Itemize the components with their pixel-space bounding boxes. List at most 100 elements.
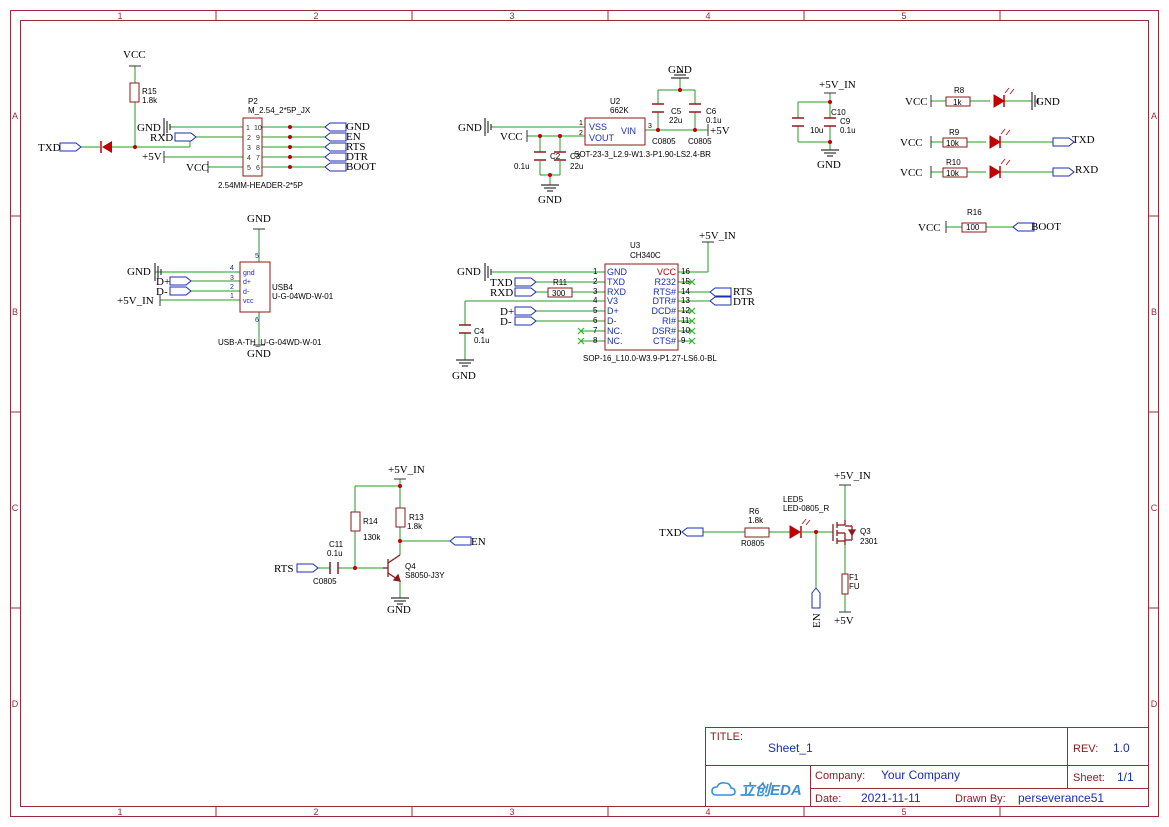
svg-text:R16: R16 (967, 208, 982, 217)
svg-text:C9: C9 (840, 117, 851, 126)
u3-pin-number: 9 (681, 336, 686, 345)
company-label: Company: (815, 770, 865, 782)
r15-resistor (129, 82, 140, 103)
svg-text:1.8k: 1.8k (748, 516, 764, 525)
svg-text:C: C (1151, 503, 1158, 513)
svg-text:8: 8 (256, 145, 260, 152)
svg-text:2301: 2301 (860, 537, 878, 546)
svg-text:3: 3 (230, 275, 234, 282)
svg-text:C10: C10 (831, 108, 846, 117)
led-power (993, 94, 1005, 108)
svg-text:d+: d+ (243, 279, 251, 286)
svg-text:D-: D- (500, 316, 512, 328)
svg-text:R6: R6 (749, 507, 760, 516)
svg-text:D-: D- (156, 286, 168, 298)
svg-text:VOUT: VOUT (589, 133, 615, 143)
port-boot (324, 162, 347, 172)
svg-text:R9: R9 (949, 128, 960, 137)
u3-pin-number: 4 (593, 296, 598, 305)
svg-text:LED5: LED5 (783, 495, 804, 504)
svg-text:DTR: DTR (346, 151, 369, 163)
svg-text:B: B (1151, 307, 1157, 317)
svg-text:3: 3 (247, 145, 251, 152)
port-rts (296, 563, 319, 573)
u3-pin-number: 1 (593, 267, 598, 276)
f1-fuse (841, 573, 849, 595)
svg-text:5: 5 (247, 165, 251, 172)
svg-text:GND: GND (457, 266, 481, 278)
svg-text:2: 2 (230, 284, 234, 291)
diode-txd (100, 141, 112, 153)
svg-text:0.1u: 0.1u (514, 162, 530, 171)
svg-text:10: 10 (254, 125, 262, 132)
svg-text:TXD: TXD (1072, 134, 1095, 146)
svg-text:C6: C6 (706, 107, 717, 116)
p2-header (242, 117, 263, 177)
vcc-label: VCC (500, 131, 523, 143)
svg-text:C0805: C0805 (688, 137, 712, 146)
r10-resistor (942, 167, 968, 178)
svg-text:Q3: Q3 (860, 527, 871, 536)
svg-text:3: 3 (509, 11, 514, 21)
svg-text:vcc: vcc (243, 298, 254, 305)
svg-text:1: 1 (579, 120, 583, 127)
svg-text:2: 2 (247, 135, 251, 142)
drawing-frame (10, 10, 1159, 817)
u3-pin-name: CTS# (653, 336, 676, 346)
v5in-label: +5V_IN (117, 295, 154, 307)
svg-text:VCC: VCC (900, 167, 923, 179)
gnd-label: GND (668, 64, 692, 76)
gnd-label: GND (247, 213, 271, 225)
svg-text:RXD: RXD (490, 287, 513, 299)
svg-text:2: 2 (313, 11, 318, 21)
u3-pin-name: NC. (607, 336, 623, 346)
svg-text:0.1u: 0.1u (327, 549, 343, 558)
svg-text:LED-0805_R: LED-0805_R (783, 504, 829, 513)
svg-text:RTS: RTS (274, 563, 294, 575)
vcc-label: VCC (123, 49, 146, 61)
svg-text:C0805: C0805 (313, 577, 337, 586)
svg-text:D: D (12, 699, 19, 709)
svg-text:VIN: VIN (621, 126, 636, 136)
bulk-cap-section: +5V_IN GND C10 10u C9 0.1u (792, 79, 856, 171)
title-label: TITLE: (710, 731, 743, 743)
u3-pin-number: 10 (681, 326, 690, 335)
q3-mosfet (832, 520, 857, 545)
port-en (324, 132, 347, 142)
svg-text:10k: 10k (946, 139, 960, 148)
gnd-label: GND (127, 266, 151, 278)
gnd-label: GND (247, 348, 271, 360)
u3-pin-name: D+ (607, 306, 619, 316)
drawn-by-value: perseverance51 (1018, 791, 1104, 805)
lceda-logo: 立创EDA (711, 781, 802, 799)
svg-text:+5V_IN: +5V_IN (699, 230, 736, 242)
usb4-ref: USB4 (272, 283, 293, 292)
usb4-value: U-G-04WD-W-01 (272, 292, 334, 301)
port-dtr (709, 296, 732, 306)
u2-ldo-section: GND VCC GND GND +5V VSS VOUT VIN 1 2 3 U… (458, 64, 730, 206)
frame-labels: 1 2 3 4 5 1 2 3 4 5 A B C D A B C D (12, 11, 1158, 817)
svg-text:6: 6 (255, 317, 259, 324)
u3-pin-name: D- (607, 316, 617, 326)
svg-text:Q4: Q4 (405, 562, 416, 571)
port-en (449, 536, 472, 546)
u3-pin-name: R232 (654, 277, 676, 287)
u2-ref: U2 (610, 97, 621, 106)
port-en (811, 587, 821, 609)
svg-text:DTR: DTR (733, 296, 756, 308)
svg-text:22u: 22u (669, 116, 682, 125)
r16-resistor (961, 222, 987, 233)
date-value: 2021-11-11 (861, 791, 921, 805)
led-rxd (989, 165, 1001, 179)
port-dtr (324, 152, 347, 162)
usb4-connector (239, 261, 271, 313)
svg-text:SOP-16_L10.0-W3.9-P1.27-LS6.0-: SOP-16_L10.0-W3.9-P1.27-LS6.0-BL (583, 354, 717, 363)
svg-text:R8: R8 (954, 86, 965, 95)
svg-text:EN: EN (346, 131, 361, 143)
port-dplus (169, 276, 192, 286)
svg-text:EN: EN (811, 613, 823, 628)
u3-pin-name: DCD# (651, 306, 676, 316)
svg-text:VSS: VSS (589, 122, 607, 132)
sheet-title: Sheet_1 (768, 741, 813, 755)
svg-text:130k: 130k (363, 533, 381, 542)
